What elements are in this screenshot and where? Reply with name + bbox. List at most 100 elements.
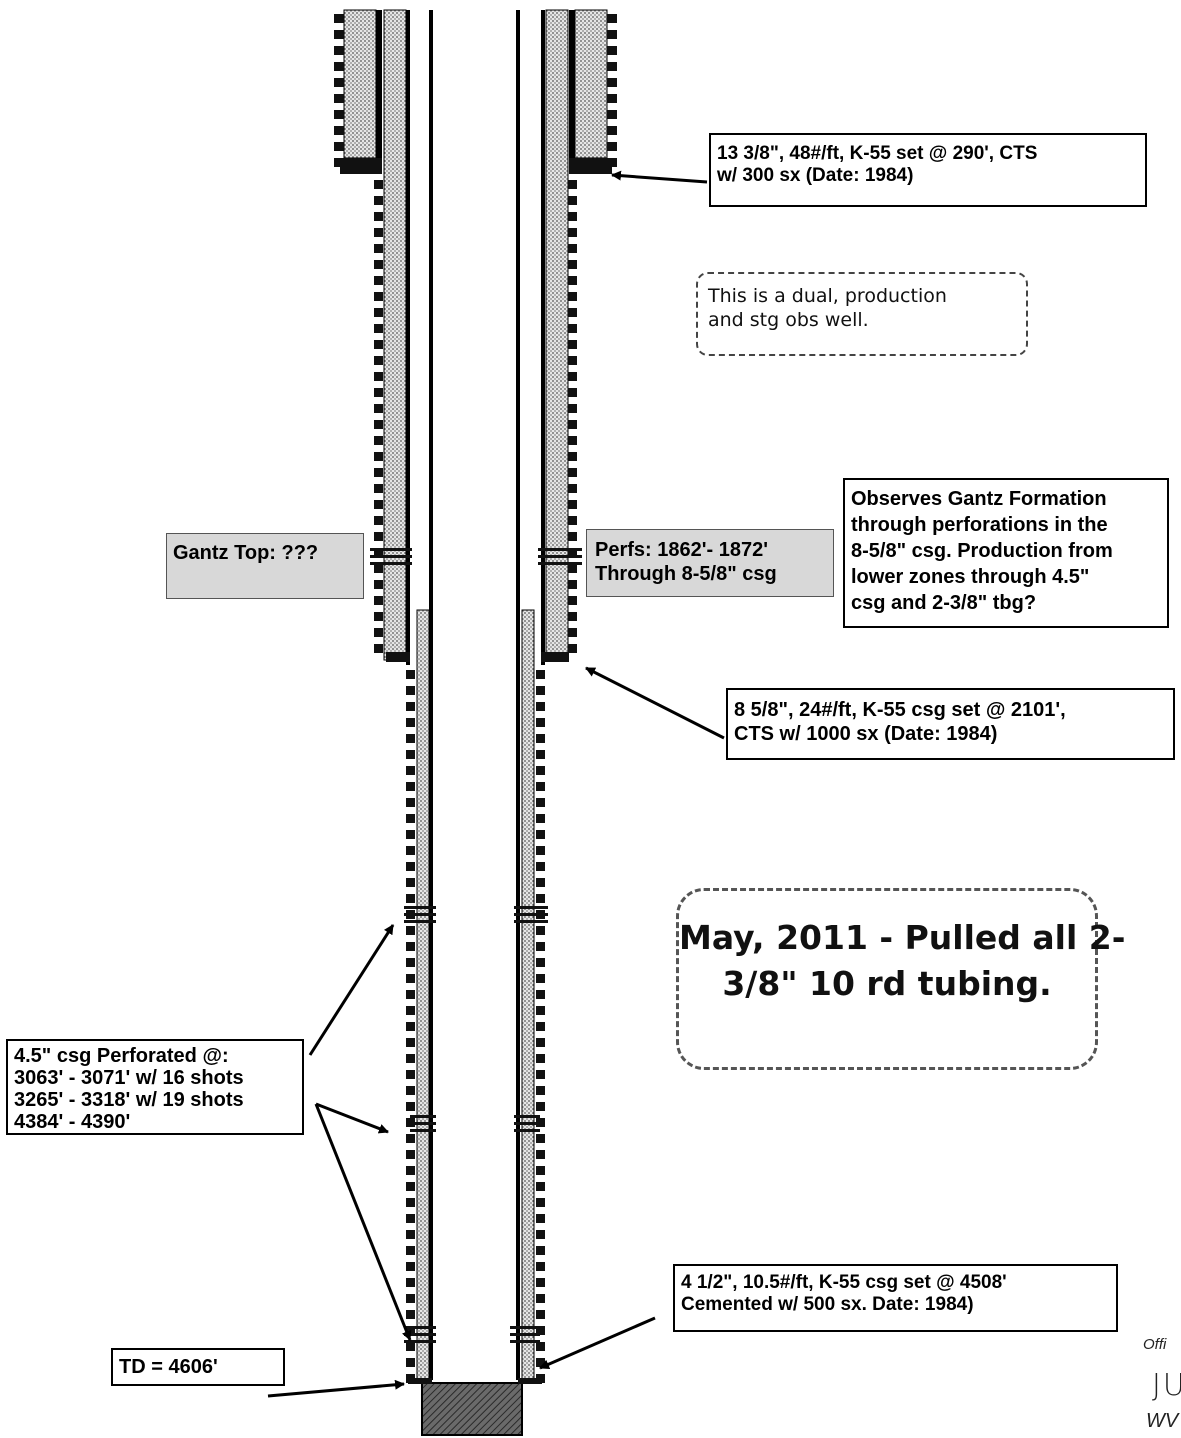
production-casing-line-1: 4 1/2", 10.5#/ft, K-55 csg set @ 4508' (681, 1272, 1007, 1293)
formation-tick-surface-right (607, 46, 617, 55)
formation-tick-intermediate-right (568, 516, 577, 525)
formation-tick-production-right (536, 750, 545, 759)
lower-perfs-line-4: 4384' - 4390' (14, 1111, 131, 1133)
formation-tick-intermediate-right (568, 436, 577, 445)
formation-tick-surface-right (607, 94, 617, 103)
upper-perfs-label: Perfs: 1862'- 1872' Through 8-5/8" csg (586, 529, 834, 597)
production-cement-left (416, 609, 430, 1381)
production-shoe-left (408, 1378, 432, 1384)
production-shoe-right (518, 1378, 542, 1384)
formation-tick-production-right (536, 878, 545, 887)
formation-tick-production-right (536, 1134, 545, 1143)
formation-tick-production-left (406, 1070, 415, 1079)
surface-cement-left (343, 9, 377, 159)
formation-tick-production-left (406, 1054, 415, 1063)
formation-tick-intermediate-left (374, 420, 383, 429)
perforation-3063-left (404, 913, 436, 916)
formation-tick-production-left (406, 814, 415, 823)
formation-tick-production-left (406, 1086, 415, 1095)
surface-shoe-left (340, 158, 382, 174)
formation-tick-intermediate-right (568, 276, 577, 285)
formation-tick-production-right (536, 958, 545, 967)
total-depth-label: TD = 4606' (111, 1348, 285, 1386)
formation-tick-production-left (406, 766, 415, 775)
formation-tick-production-left (406, 702, 415, 711)
formation-tick-intermediate-right (568, 420, 577, 429)
formation-tick-production-right (536, 894, 545, 903)
perforation-3265-left (410, 1129, 436, 1132)
gantz-observation-line-4: lower zones through 4.5" (851, 566, 1090, 588)
formation-tick-surface-right (607, 62, 617, 71)
formation-tick-intermediate-right (568, 228, 577, 237)
formation-tick-surface-right (607, 14, 617, 23)
formation-tick-intermediate-right (568, 404, 577, 413)
surface-shoe-right (569, 158, 612, 174)
formation-tick-surface-left (334, 142, 344, 151)
perforation-3063-right (514, 913, 548, 916)
well-structure (334, 9, 617, 1436)
formation-tick-intermediate-left (374, 452, 383, 461)
formation-tick-production-left (406, 798, 415, 807)
formation-tick-intermediate-left (374, 260, 383, 269)
formation-tick-production-right (536, 942, 545, 951)
formation-tick-production-right (536, 990, 545, 999)
formation-tick-intermediate-left (374, 340, 383, 349)
formation-tick-production-right (536, 1182, 545, 1191)
perforation-3063-left (404, 906, 436, 909)
formation-tick-intermediate-left (374, 180, 383, 189)
formation-tick-intermediate-right (568, 500, 577, 509)
perforation-3063-arrow (308, 924, 395, 1056)
formation-tick-production-left (406, 734, 415, 743)
upper-perfs-line-1: Perfs: 1862'- 1872' (595, 539, 768, 561)
formation-tick-surface-right (607, 142, 617, 151)
intermediate-casing-left (406, 10, 410, 665)
formation-tick-surface-left (334, 126, 344, 135)
formation-tick-surface-right (607, 110, 617, 119)
intermediate-casing-right (541, 10, 545, 665)
formation-tick-intermediate-right (568, 260, 577, 269)
tubing-pulled-note: May, 2011 - Pulled all 2- 3/8" 10 rd tub… (676, 888, 1126, 1070)
formation-tick-production-left (406, 1134, 415, 1143)
formation-tick-intermediate-left (374, 628, 383, 637)
formation-tick-intermediate-left (374, 404, 383, 413)
formation-tick-intermediate-left (374, 196, 383, 205)
surface-cement-right (574, 9, 608, 159)
production-casing-arrow (539, 1316, 656, 1370)
surface-casing-arrow (611, 170, 708, 184)
perforation-4384-arrow (314, 1103, 412, 1341)
production-casing-label: 4 1/2", 10.5#/ft, K-55 csg set @ 4508' C… (673, 1264, 1118, 1332)
formation-tick-production-right (536, 718, 545, 727)
formation-tick-intermediate-left (374, 276, 383, 285)
perforation-4384-right (510, 1340, 540, 1343)
surface-casing-label: 13 3/8", 48#/ft, K-55 set @ 290', CTS w/… (709, 133, 1147, 207)
perforation-gantz-left (370, 555, 412, 558)
tubing-note-line-2: 3/8" 10 rd tubing. (722, 964, 1052, 1003)
gantz-observation-line-2: through perforations in the (851, 514, 1108, 536)
formation-tick-production-left (406, 1246, 415, 1255)
perforation-3265-arrow (315, 1102, 389, 1134)
formation-tick-production-right (536, 702, 545, 711)
tubing-note-line-1: May, 2011 - Pulled all 2- (679, 918, 1126, 957)
formation-tick-intermediate-left (374, 308, 383, 317)
formation-tick-production-left (406, 942, 415, 951)
well-type-line-1: This is a dual, production (708, 285, 947, 307)
formation-tick-intermediate-left (374, 484, 383, 493)
intermediate-casing-line-1: 8 5/8", 24#/ft, K-55 csg set @ 2101', (734, 699, 1066, 721)
perforation-gantz-right (538, 548, 582, 551)
formation-tick-surface-left (334, 94, 344, 103)
formation-tick-intermediate-left (374, 388, 383, 397)
formation-tick-production-right (536, 974, 545, 983)
formation-tick-intermediate-right (568, 468, 577, 477)
formation-tick-production-right (536, 670, 545, 679)
formation-tick-production-left (406, 1230, 415, 1239)
formation-tick-intermediate-left (374, 244, 383, 253)
well-type-note: This is a dual, production and stg obs w… (696, 272, 1028, 356)
tubing-right (516, 10, 520, 1380)
formation-tick-surface-right (607, 158, 617, 167)
formation-tick-surface-left (334, 158, 344, 167)
formation-tick-production-left (406, 846, 415, 855)
formation-tick-production-left (406, 718, 415, 727)
formation-tick-production-left (406, 1150, 415, 1159)
surface-casing-left (376, 10, 382, 170)
